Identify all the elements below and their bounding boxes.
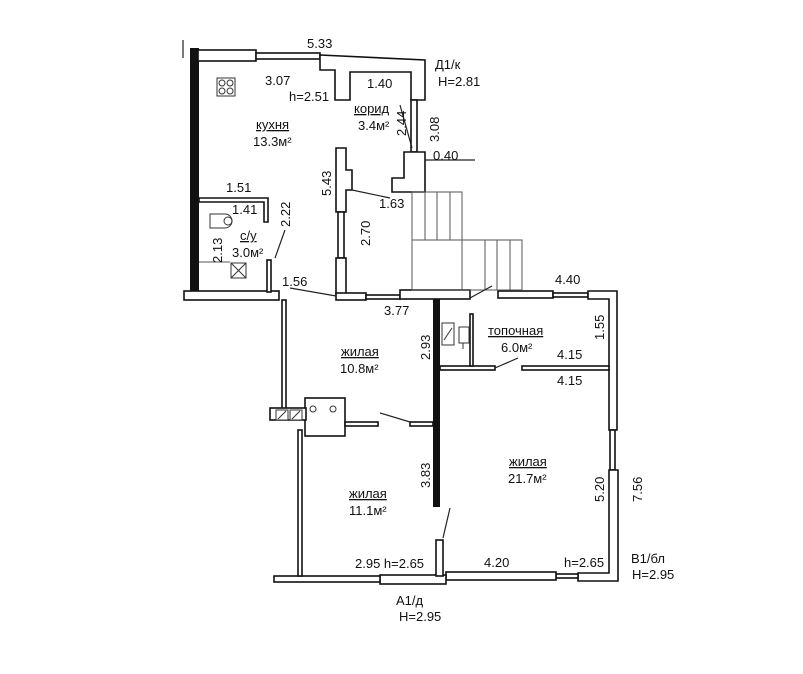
- dim-label: 2.95 h=2.65: [355, 556, 424, 571]
- marker-label: Д1/к: [435, 57, 461, 72]
- room-kitchen: кухня 13.3м²: [253, 117, 292, 149]
- toilet-icon: [209, 213, 233, 229]
- room-name: жилая: [349, 486, 387, 501]
- room-area: 21.7м²: [508, 471, 547, 486]
- marker-height: H=2.81: [438, 74, 480, 89]
- dim-label: 5.20: [592, 477, 607, 502]
- dim-label: 4.40: [555, 272, 580, 287]
- dim-label: 7.56: [630, 477, 645, 502]
- dim-label: 3.07: [265, 73, 290, 88]
- dim-label: 1.55: [592, 315, 607, 340]
- dim-label: 2.93: [418, 335, 433, 360]
- room-area: 13.3м²: [253, 134, 292, 149]
- dim-label: 5.33: [307, 36, 332, 51]
- walls: [182, 40, 619, 585]
- room-boiler: топочная 6.0м²: [488, 323, 543, 355]
- room-name: топочная: [488, 323, 543, 338]
- dim-label: h=2.51: [289, 89, 329, 104]
- room-living-1: жилая 10.8м²: [340, 344, 379, 376]
- dim-label: 1.41: [232, 202, 257, 217]
- dim-label: 4.15: [557, 373, 582, 388]
- dim-label: 3.08: [427, 117, 442, 142]
- marker-height: H=2.95: [632, 567, 674, 582]
- boiler-icon: [441, 322, 470, 349]
- dim-label: 5.43: [319, 171, 334, 196]
- room-name: кухня: [256, 117, 289, 132]
- door-swings: [274, 104, 519, 539]
- marker-label: А1/д: [396, 593, 424, 608]
- marker-height: H=2.95: [399, 609, 441, 624]
- room-area: 10.8м²: [340, 361, 379, 376]
- room-name: корид: [354, 101, 390, 116]
- dim-label: 0.40: [433, 148, 458, 163]
- dim-label: 3.77: [384, 303, 409, 318]
- dim-label: 2.13: [210, 238, 225, 263]
- dimension-labels: 5.33 3.07 h=2.51 1.40 2.44 3.08 0.40 5.4…: [210, 36, 645, 571]
- dim-label: 4.15: [557, 347, 582, 362]
- dim-label: 3.83: [418, 463, 433, 488]
- dim-label: 1.56: [282, 274, 307, 289]
- marker-a1: А1/д H=2.95: [396, 593, 441, 624]
- room-area: 6.0м²: [501, 340, 533, 355]
- room-name: жилая: [341, 344, 379, 359]
- dim-label: 1.40: [367, 76, 392, 91]
- stove-icon: [216, 77, 236, 97]
- room-name: жилая: [509, 454, 547, 469]
- dim-label: 1.51: [226, 180, 251, 195]
- room-living-2: жилая 11.1м²: [349, 486, 387, 518]
- dim-label: 2.70: [358, 221, 373, 246]
- room-living-3: жилая 21.7м²: [508, 454, 547, 486]
- marker-v1: В1/бл H=2.95: [631, 551, 674, 582]
- room-area: 3.0м²: [232, 245, 264, 260]
- dim-label: 2.22: [278, 202, 293, 227]
- marker-label: В1/бл: [631, 551, 665, 566]
- room-corridor: корид 3.4м²: [354, 101, 390, 133]
- room-area: 11.1м²: [349, 503, 387, 518]
- ventilation-icon: [230, 262, 247, 279]
- dim-label: 4.20: [484, 555, 509, 570]
- chimney-icon: [275, 405, 337, 421]
- room-area: 3.4м²: [358, 118, 390, 133]
- room-name: с/у: [240, 228, 257, 243]
- dim-label: 2.44: [394, 111, 409, 136]
- dim-label: h=2.65: [564, 555, 604, 570]
- room-bathroom: с/у 3.0м²: [232, 228, 264, 260]
- dim-label: 1.63: [379, 196, 404, 211]
- stairs: [411, 191, 523, 291]
- marker-d1: Д1/к H=2.81: [435, 57, 480, 89]
